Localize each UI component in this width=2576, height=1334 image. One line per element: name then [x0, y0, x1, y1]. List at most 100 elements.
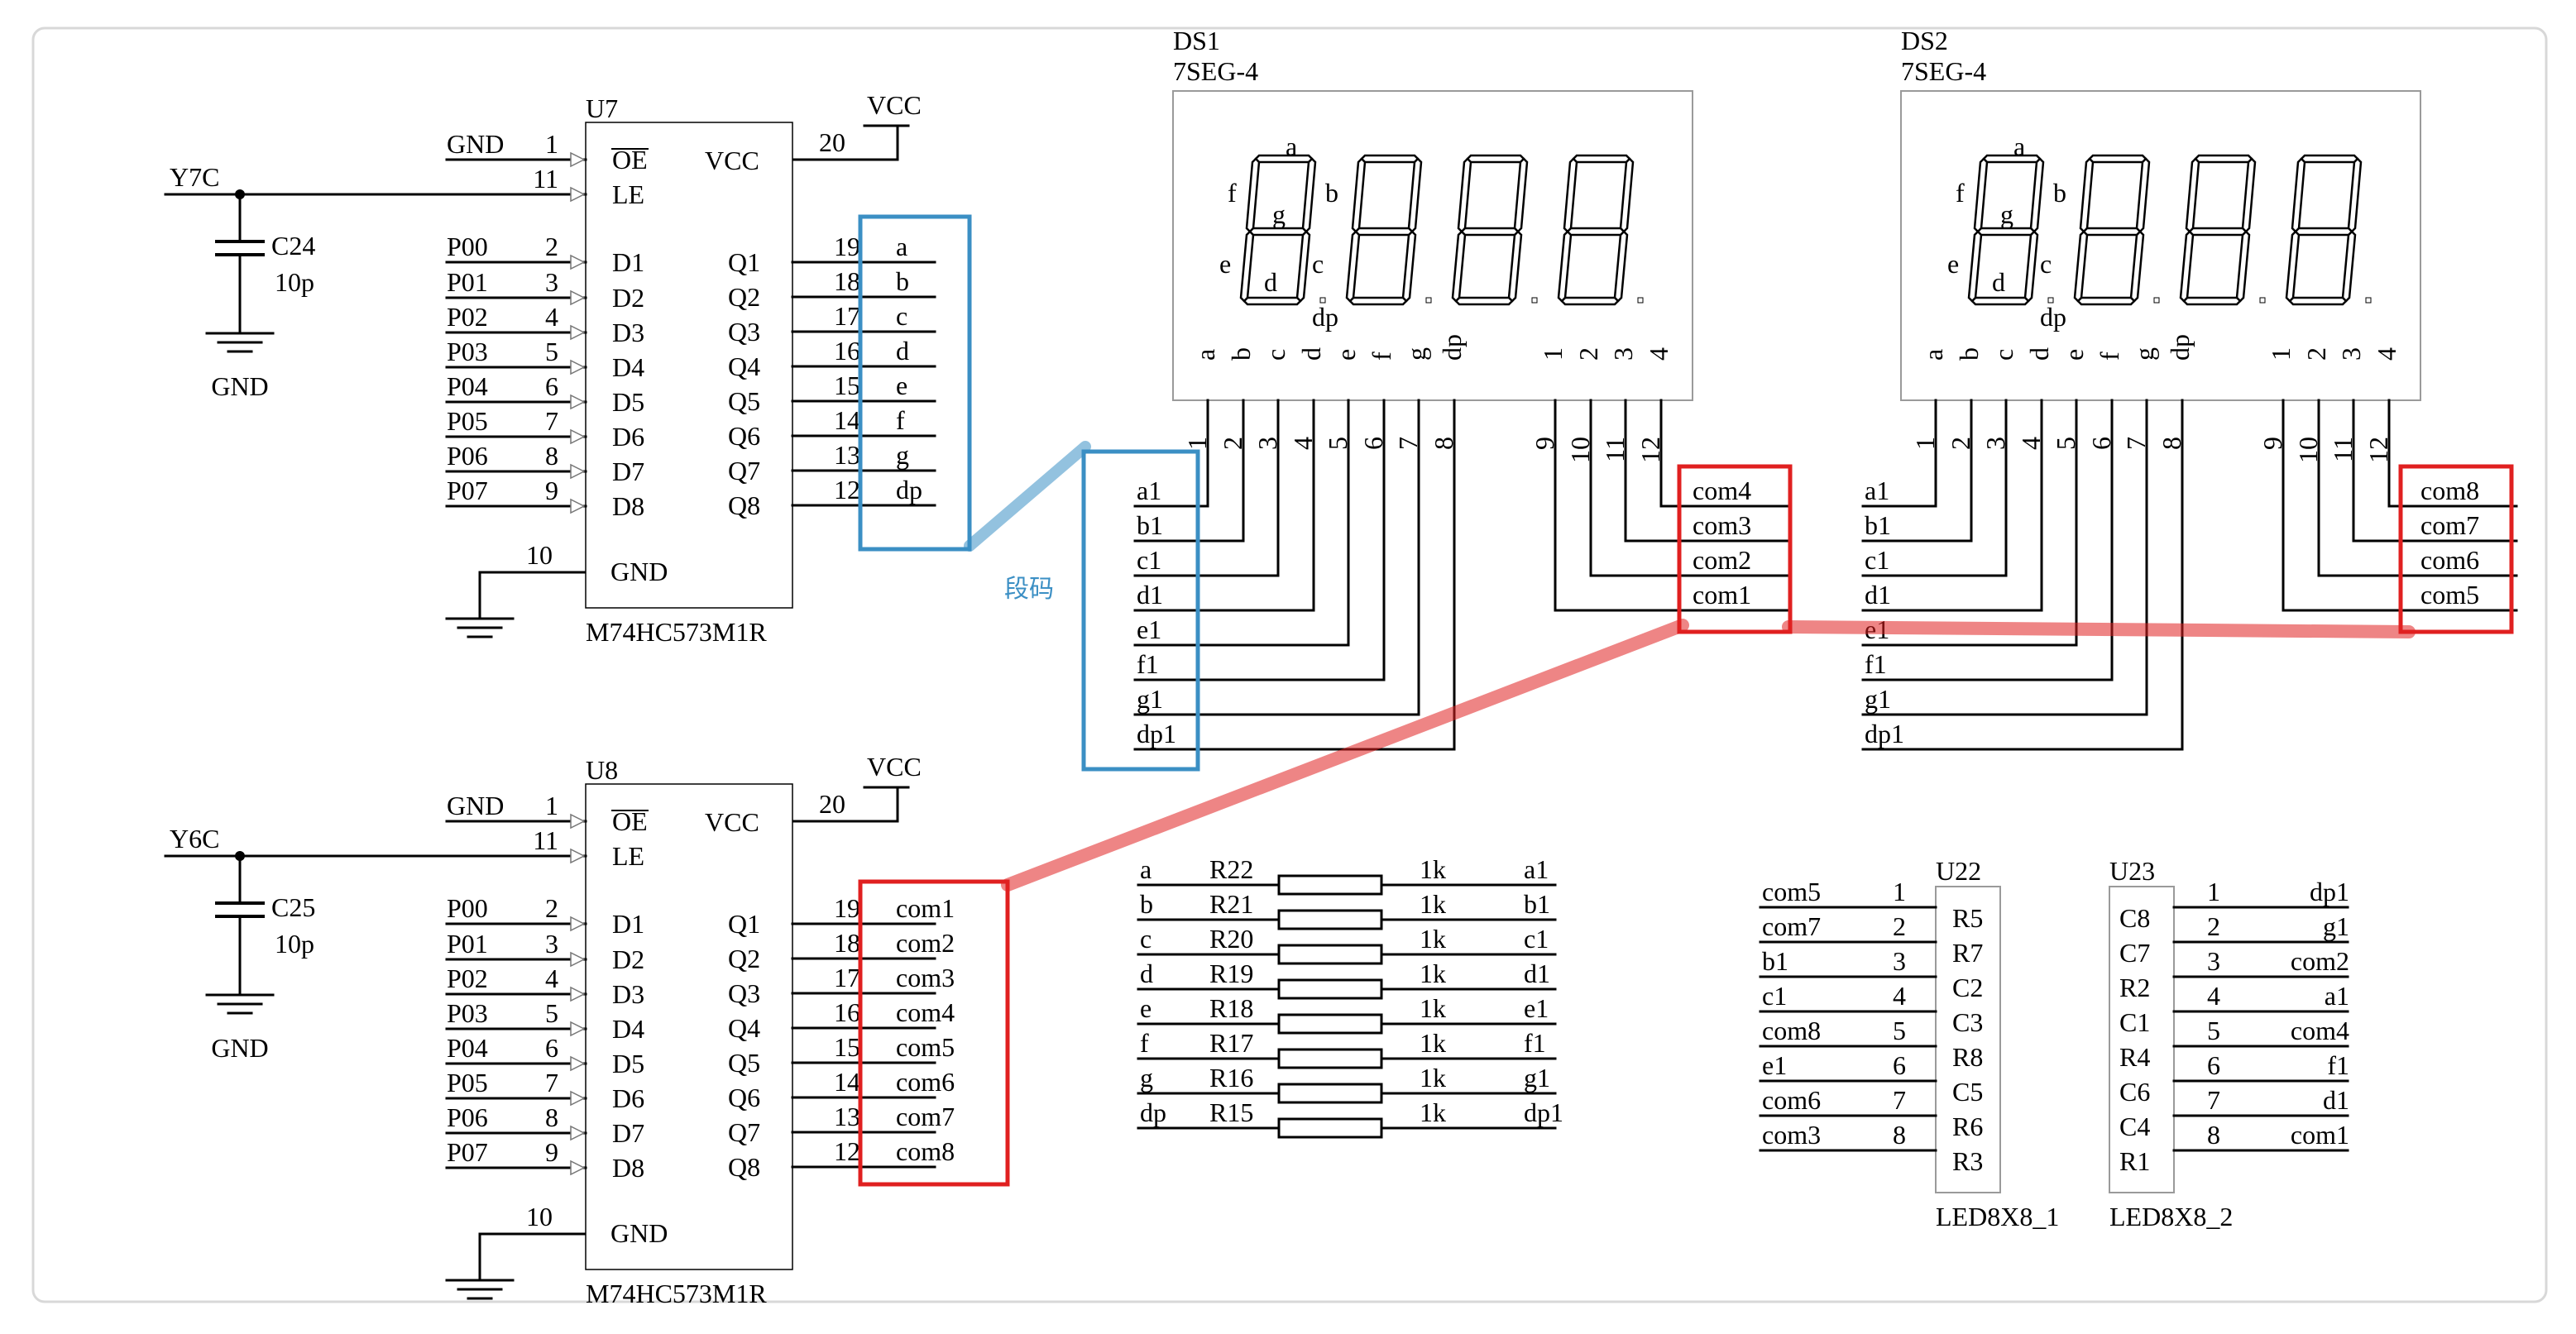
u23-pin-num: 1: [2207, 877, 2220, 906]
u22-pin-name: R7: [1952, 938, 1983, 968]
u23-pin-num: 8: [2207, 1120, 2220, 1150]
u22-net: c1: [1762, 981, 1787, 1011]
annotation-layer: 段码: [858, 214, 2514, 1187]
u7-pin-name: D5: [612, 387, 644, 417]
ds2-pin-num: 10: [2293, 437, 2323, 463]
ds1-pin-label: f: [1367, 351, 1396, 361]
u7-pin-num: 19: [834, 232, 860, 261]
u8-pin-name: D8: [612, 1153, 644, 1183]
ds1-pin-label: e: [1331, 349, 1361, 361]
u22-name: LED8X8_1: [1936, 1202, 2059, 1231]
segment-outline: [1970, 296, 2030, 306]
u22-pin-name: C2: [1952, 973, 1983, 1002]
u22-pin-num: 5: [1893, 1016, 1906, 1045]
u8-pin-name: D5: [612, 1049, 644, 1078]
resistor-in-net: g: [1140, 1063, 1153, 1093]
ds2-seg-letter: e: [1947, 249, 1959, 279]
ds1-seg-letter: a: [1286, 131, 1297, 161]
u7-net-label: a: [896, 232, 907, 261]
ds2-com-net: com5: [2420, 580, 2479, 610]
ds1-seg-net: a1: [1137, 476, 1161, 505]
ds1-pin-num: 2: [1218, 437, 1247, 450]
ds2-seg-letter: a: [2013, 131, 2025, 161]
ds1-type: 7SEG-4: [1173, 56, 1258, 86]
u7-pin-arrow: [570, 254, 586, 270]
ds2-pin-label: dp: [2165, 334, 2195, 361]
ds2-pin-label: d: [2024, 347, 2054, 361]
u7-pin-name: Q5: [728, 386, 760, 416]
u8-pin-num: 10: [526, 1202, 553, 1231]
ds1-pin-label: 4: [1644, 347, 1673, 361]
ds2-com-net: com6: [2420, 545, 2479, 575]
u7-net-label: P03: [447, 337, 488, 366]
u8-net-label: com8: [896, 1136, 955, 1166]
ds2-pin-num: 5: [2051, 437, 2080, 450]
u7-pin-arrow: [570, 186, 586, 203]
u7-net-label: P02: [447, 302, 488, 332]
u8-net-label: P00: [447, 893, 488, 923]
resistor-in-net: e: [1140, 993, 1152, 1023]
u22-pin-num: 1: [1893, 877, 1906, 906]
u7-vcc-wire: [792, 126, 899, 161]
u22-ref: U22: [1936, 856, 1981, 886]
ds2-pin-num: 4: [2016, 437, 2046, 450]
u8-pin-name: D6: [612, 1083, 644, 1113]
u8-net-label: com5: [896, 1032, 955, 1062]
u7-net-label: f: [896, 405, 905, 435]
ds2-seg-letter: f: [1956, 178, 1965, 208]
u8-net-label: com3: [896, 963, 955, 992]
u22-pin-name: R5: [1952, 903, 1983, 933]
u7-pin-name: Q6: [728, 421, 760, 451]
resistor-ref: R18: [1209, 993, 1253, 1023]
u7-pin-name: D4: [612, 352, 644, 382]
u8-pin-num: 3: [545, 929, 558, 959]
segment-outline: [1466, 154, 1525, 164]
ds2-seg-net: a1: [1865, 476, 1889, 505]
u8-net-label: com1: [896, 893, 955, 923]
u8-cap-value: 10p: [275, 929, 314, 959]
segment-link: [964, 441, 1091, 552]
segment-outline: [2076, 296, 2136, 306]
u22-pin-name: R3: [1952, 1146, 1983, 1176]
resistor-out-net: a1: [1524, 854, 1549, 884]
ds1-pin-label: 2: [1573, 347, 1603, 361]
ds2-seg-letter: b: [2053, 178, 2066, 208]
ds1-pin-num: 1: [1182, 437, 1212, 450]
u22-net: com6: [1762, 1085, 1821, 1115]
segment-outline: [2194, 154, 2253, 164]
u7-pin-name: Q8: [728, 490, 760, 520]
ds2-seg-net: dp1: [1865, 719, 1904, 748]
u8-pin-arrow: [570, 1021, 586, 1037]
segment-outline: [1982, 154, 2042, 164]
u7-pin-name: Q1: [728, 247, 760, 277]
ds1-digit: [1451, 154, 1538, 306]
u8-pin-name: Q2: [728, 944, 760, 973]
ds1-digit: [1557, 154, 1644, 306]
ds2-seg-letter: dp: [2040, 302, 2066, 332]
ds1-seg-net: f1: [1137, 649, 1159, 679]
u8-enable-net: Y6C: [170, 824, 219, 853]
u7-ref: U7: [586, 93, 618, 123]
ds2-pin-label: b: [1954, 347, 1984, 361]
dp-segment: [2365, 297, 2372, 304]
resistor-body: [1277, 874, 1383, 896]
u7-pin-arrow: [570, 498, 586, 514]
ds1-seg-letter: d: [1264, 267, 1277, 297]
u23-net: f1: [2327, 1050, 2349, 1080]
u23-pin-num: 3: [2207, 946, 2220, 976]
u8-pin-arrow: [570, 813, 586, 830]
segment-outline: [1360, 154, 1420, 164]
u8-pin-num: 14: [834, 1067, 860, 1097]
ds1-pin-num: 3: [1252, 437, 1282, 450]
u7-pin-num: 4: [545, 302, 558, 332]
segment-outline: [2188, 227, 2248, 237]
u7-pin-name: VCC: [705, 146, 759, 175]
u8-pin-num: 8: [545, 1102, 558, 1132]
u8-net-label: P01: [447, 929, 488, 959]
u8-pin-name: GND: [610, 1218, 668, 1248]
dp-segment: [2047, 297, 2054, 304]
u7-net-label: P04: [447, 371, 488, 401]
u7-pin-arrow: [570, 359, 586, 375]
u8-pin-num: 13: [834, 1102, 860, 1131]
u23-body: [2109, 886, 2175, 1193]
